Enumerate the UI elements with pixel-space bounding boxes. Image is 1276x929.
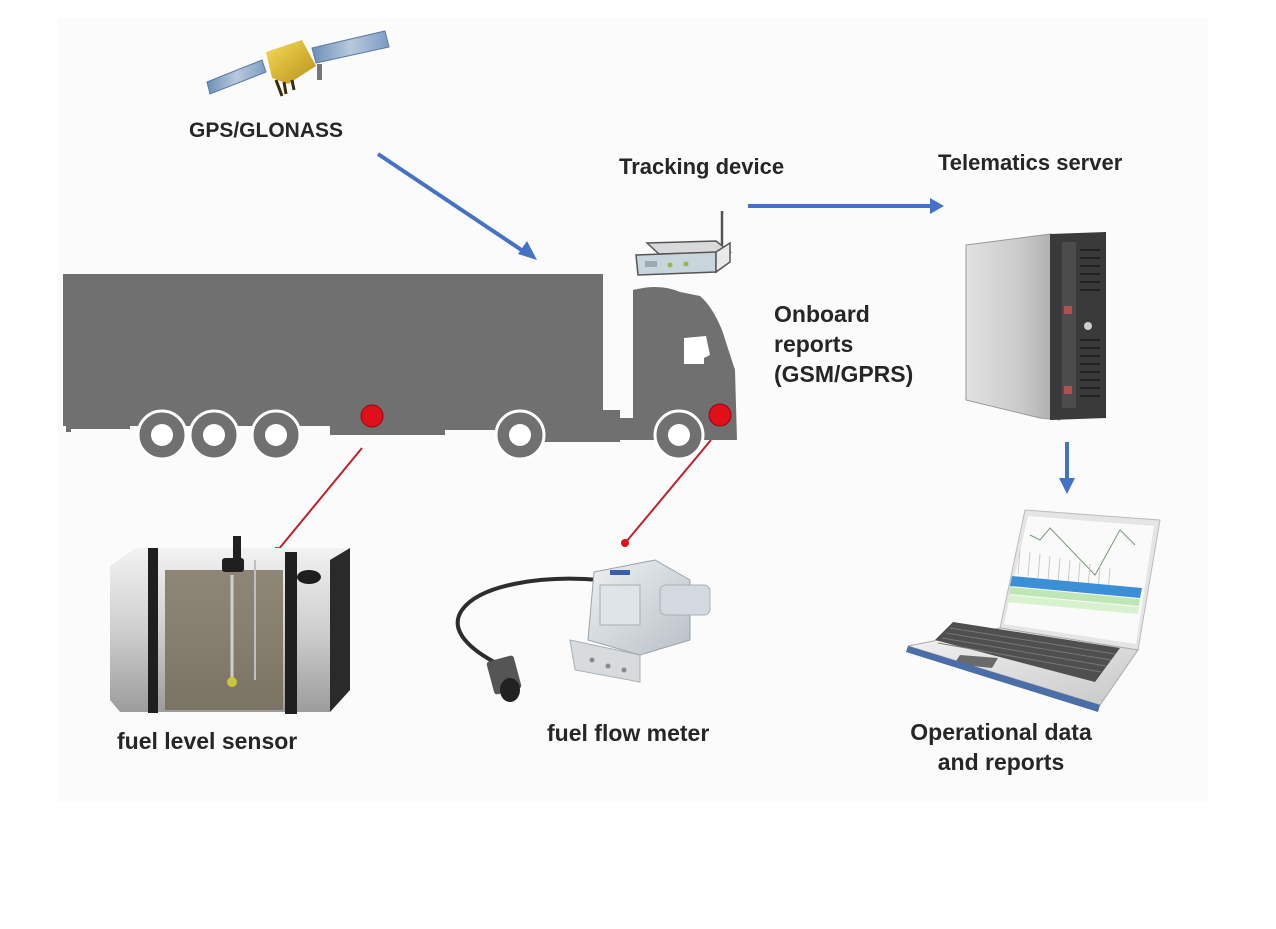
engine-marker (621, 403, 732, 547)
telematics-server-label: Telematics server (938, 150, 1123, 175)
onboard-reports-line1: Onboard (774, 301, 870, 327)
onboard-reports-line3: (GSM/GPRS) (774, 361, 914, 387)
operational-data-label: Operational data and reports (886, 717, 1116, 777)
tracking-device-label: Tracking device (619, 154, 785, 179)
satellite-label: GPS/GLONASS (189, 119, 344, 142)
tracking-device-icon (635, 211, 733, 276)
onboard-reports-line2: reports (774, 331, 854, 357)
fuel-flow-meter-label: fuel flow meter (547, 720, 710, 746)
arrow-gps-to-truck (376, 152, 537, 260)
arrow-server-to-reports (1059, 442, 1075, 494)
laptop-icon (906, 509, 1161, 712)
fuel-level-sensor-label: fuel level sensor (117, 728, 298, 754)
truck-icon (63, 274, 737, 461)
operational-data-line2: and reports (937, 749, 1065, 775)
arrow-tracker-to-server (748, 198, 944, 214)
onboard-reports-label: Onboard reports (GSM/GPRS) (774, 299, 913, 389)
fuel-tank-icon (110, 536, 350, 714)
operational-data-line1: Operational data (910, 719, 1092, 745)
satellite-icon (206, 30, 390, 97)
server-icon (965, 232, 1106, 421)
flow-meter-icon (455, 559, 711, 702)
